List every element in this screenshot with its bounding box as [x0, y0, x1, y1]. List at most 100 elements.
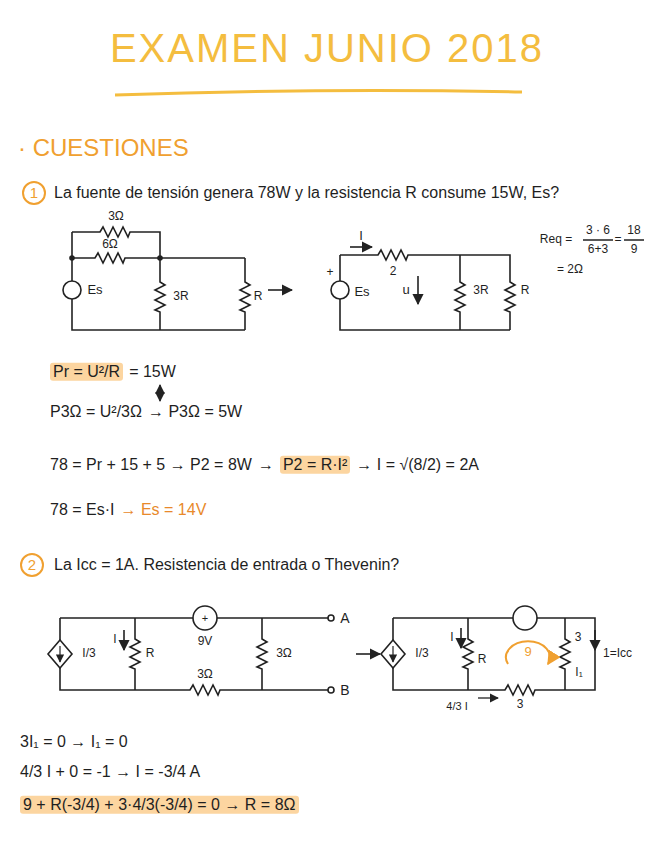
transform-arrow	[268, 289, 292, 291]
voltage-source	[331, 281, 349, 299]
resistor-label: R	[146, 647, 155, 661]
voltage-label: u	[402, 283, 409, 298]
source-label: I/3	[415, 647, 428, 661]
terminal-label: A	[340, 610, 349, 626]
equation-text: 78 = Es·I	[50, 501, 114, 519]
fraction-denominator: 9	[631, 243, 638, 257]
source-label: 9V	[198, 635, 213, 649]
fraction-bar	[583, 239, 644, 241]
resistor-symbol	[72, 253, 245, 263]
question-text: La Icc = 1A. Resistencia de entrada o Th…	[54, 556, 399, 574]
equation-text: 4/3 I + 0 = -1 → I = -3/4 A	[20, 763, 200, 781]
resistor-symbol	[455, 255, 465, 330]
voltage-arrow	[417, 276, 419, 304]
resistor-symbol	[130, 618, 140, 690]
resistor-label: 3	[575, 631, 582, 645]
circuit-4	[381, 606, 595, 698]
resistor-label: R	[478, 653, 487, 667]
dependent-source	[48, 640, 72, 668]
current-label: I	[450, 631, 453, 645]
current-label: I	[113, 633, 116, 647]
polarity-sign: +	[202, 612, 208, 625]
number-circle	[21, 554, 43, 576]
current-label: 4/3 I	[446, 700, 467, 713]
source-label: Es	[354, 285, 369, 300]
equation-text: Pr = U²/R	[50, 363, 123, 381]
wire	[72, 232, 245, 330]
equation-text: → I = √(8/2) = 2A	[356, 456, 479, 474]
equation-text: = 15W	[129, 363, 176, 381]
source-label: Es	[87, 283, 102, 298]
wire	[340, 255, 510, 330]
resistor-symbol	[257, 618, 267, 690]
current-label: I₁	[575, 666, 582, 680]
voltage-source	[63, 281, 81, 299]
source-label: I/3	[82, 647, 95, 661]
resistor-label: 3R	[173, 290, 188, 304]
polarity-sign: +	[326, 266, 333, 280]
resistor-label: 3Ω	[108, 210, 124, 224]
current-arrow	[478, 697, 498, 698]
dependent-source	[381, 640, 405, 668]
terminal	[328, 615, 334, 621]
resistor-label: R	[521, 284, 530, 298]
mesh-label: 9	[524, 645, 531, 660]
equation-result: → Es = 14V	[120, 501, 206, 519]
current-arrow	[594, 630, 596, 650]
resistor-symbol	[393, 618, 595, 695]
equation-text: P3Ω = U²/3Ω	[50, 403, 142, 421]
resistor-symbol	[463, 618, 473, 690]
equation-text: 3I₁ = 0 → I₁ = 0	[20, 733, 128, 751]
resistor-label: 2	[390, 265, 397, 279]
resistor-label: R	[254, 290, 263, 304]
relation-arrow	[159, 385, 160, 401]
equation-text: =	[614, 233, 621, 247]
terminal	[328, 687, 334, 693]
equation-text: → P3Ω = 5W	[148, 403, 242, 421]
section-heading: · CUESTIONES	[18, 134, 189, 162]
question-number: 2	[28, 556, 36, 573]
terminal-label: B	[340, 682, 349, 698]
equation-result: 9 + R(-3/4) + 3·4/3(-3/4) = 0 → R = 8Ω	[20, 796, 299, 814]
wire	[60, 617, 328, 619]
current-label: 1=Icc	[603, 647, 632, 661]
page-title: EXAMEN JUNIO 2018	[110, 26, 544, 71]
resistor-label: 6Ω	[102, 238, 118, 252]
current-arrow	[460, 628, 462, 648]
resistor-symbol	[560, 618, 570, 690]
equation-result: = 2Ω	[557, 263, 583, 277]
question-number: 1	[30, 184, 38, 201]
fraction-numerator: 3 · 6	[586, 224, 610, 238]
junction-dot	[70, 256, 74, 260]
circuit-2	[331, 240, 644, 330]
resistor-symbol	[72, 227, 160, 258]
current-arrow	[350, 246, 372, 248]
resistor-label: 3	[517, 698, 524, 712]
mesh-loop	[506, 641, 550, 664]
junction-dot	[158, 256, 162, 260]
resistor-symbol	[155, 258, 165, 330]
equation-text: →	[258, 456, 274, 474]
resistor-symbol	[240, 258, 250, 330]
resistor-label: 3Ω	[197, 668, 213, 682]
equation-text: 78 = Pr + 15 + 5 → P2 = 8W	[50, 456, 252, 474]
current-arrow	[123, 630, 125, 650]
current-label: I	[359, 229, 363, 244]
fraction-numerator: 18	[627, 224, 640, 238]
source-arrow	[59, 646, 60, 662]
fraction-denominator: 6+3	[588, 243, 608, 257]
resistor-label: 3Ω	[276, 647, 292, 661]
circuit-1	[63, 227, 292, 330]
title-underline	[115, 91, 522, 95]
question-text: La fuente de tensión genera 78W y la res…	[54, 184, 559, 202]
transform-arrow	[356, 653, 380, 655]
resistor-label: 3R	[473, 284, 488, 298]
voltage-source	[193, 606, 217, 630]
resistor-symbol	[60, 618, 328, 695]
source-arrow	[392, 646, 393, 662]
equation-text: Req =	[540, 233, 572, 247]
resistor-symbol	[340, 250, 515, 330]
circuit-3	[48, 606, 380, 695]
